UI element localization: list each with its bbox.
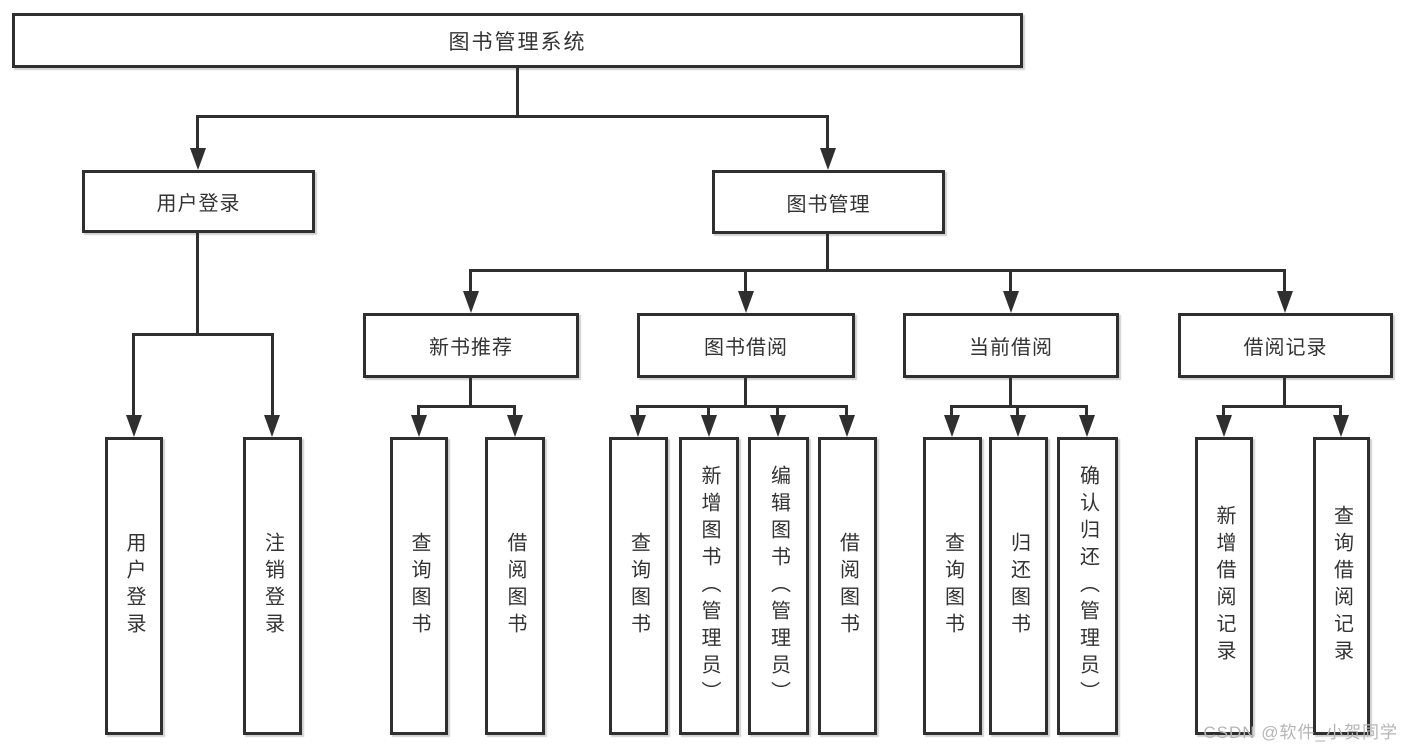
- edge-line: [196, 115, 199, 150]
- arrowhead-down-icon: [264, 415, 280, 437]
- leaf-logout: 注销登录: [243, 437, 302, 735]
- edge-line: [950, 405, 1088, 408]
- edge-line: [417, 405, 516, 408]
- arrowhead-down-icon: [1003, 291, 1019, 313]
- edge-line: [826, 232, 829, 272]
- arrowhead-down-icon: [1079, 415, 1095, 437]
- edge-line: [1339, 405, 1342, 418]
- leaf-label: 借阅图书: [504, 532, 526, 640]
- edge-line: [1283, 269, 1286, 294]
- edge-line: [636, 405, 848, 408]
- leaf-query-borrow-record: 查询借阅记录: [1313, 437, 1370, 735]
- watermark: CSDN @软件_小贺同学: [1203, 723, 1398, 742]
- leaf-label: 查询图书: [408, 532, 430, 640]
- edge-line: [845, 405, 848, 418]
- edge-line: [950, 405, 953, 418]
- arrowhead-down-icon: [1216, 415, 1232, 437]
- node-label: 图书借阅: [704, 337, 788, 359]
- node-user-login: 用户登录: [82, 170, 315, 233]
- edge-line: [636, 405, 639, 418]
- leaf-add-borrow-record: 新增借阅记录: [1195, 437, 1253, 735]
- edge-line: [516, 66, 519, 118]
- leaf-borrow-books: 借阅图书: [818, 437, 877, 735]
- arrowhead-down-icon: [738, 291, 754, 313]
- edge-line: [196, 115, 829, 118]
- edge-line: [1016, 405, 1019, 418]
- edge-line: [1222, 405, 1225, 418]
- edge-line: [1283, 376, 1286, 408]
- arrowhead-down-icon: [190, 148, 206, 170]
- leaf-label: 新增图书（管理员）: [698, 464, 720, 708]
- node-label: 新书推荐: [429, 337, 513, 359]
- edge-line: [1222, 405, 1342, 408]
- edge-line: [196, 231, 199, 336]
- edge-line: [744, 376, 747, 408]
- leaf-return-books: 归还图书: [989, 437, 1048, 735]
- node-book-management: 图书管理: [712, 170, 945, 234]
- node-label: 用户登录: [156, 193, 241, 215]
- leaf-add-books-admin: 新增图书（管理员）: [679, 437, 739, 735]
- edge-line: [469, 269, 1286, 272]
- arrowhead-down-icon: [1010, 415, 1026, 437]
- leaf-label: 新增借阅记录: [1213, 505, 1235, 667]
- leaf-label: 借阅图书: [836, 532, 859, 640]
- arrowhead-down-icon: [126, 415, 142, 437]
- node-label: 图书管理系统: [448, 30, 587, 54]
- arrowhead-down-icon: [820, 148, 836, 170]
- leaf-label: 查询图书: [941, 532, 964, 640]
- leaf-query-books-borrowing: 查询图书: [609, 437, 668, 735]
- edge-line: [271, 333, 274, 418]
- arrowhead-down-icon: [1333, 415, 1349, 437]
- leaf-label: 用户登录: [123, 532, 145, 640]
- edge-line: [132, 333, 274, 336]
- arrowhead-down-icon: [463, 291, 479, 313]
- leaf-label: 查询借阅记录: [1330, 505, 1353, 667]
- node-label: 借阅记录: [1243, 337, 1328, 359]
- edge-line: [826, 115, 829, 150]
- node-new-book-recommend: 新书推荐: [363, 313, 579, 378]
- leaf-query-books-recommend: 查询图书: [390, 437, 448, 735]
- leaf-label: 归还图书: [1007, 532, 1030, 640]
- node-library-management-system: 图书管理系统: [12, 13, 1023, 68]
- edge-line: [707, 405, 710, 418]
- arrowhead-down-icon: [944, 415, 960, 437]
- edge-line: [469, 269, 472, 294]
- arrowhead-down-icon: [839, 415, 855, 437]
- arrowhead-down-icon: [770, 415, 786, 437]
- edge-line: [417, 405, 420, 418]
- leaf-query-books-current: 查询图书: [923, 437, 982, 735]
- arrowhead-down-icon: [630, 415, 646, 437]
- node-label: 当前借阅: [969, 337, 1053, 359]
- leaf-label: 注销登录: [261, 532, 284, 640]
- edge-line: [1085, 405, 1088, 418]
- edge-line: [1009, 376, 1012, 408]
- edge-line: [744, 269, 747, 294]
- leaf-borrow-books-recommend: 借阅图书: [485, 437, 545, 735]
- leaf-label: 查询图书: [627, 532, 650, 640]
- edge-line: [776, 405, 779, 418]
- edge-line: [513, 405, 516, 418]
- node-current-borrowing: 当前借阅: [903, 313, 1119, 378]
- node-borrowing-records: 借阅记录: [1178, 313, 1393, 378]
- arrowhead-down-icon: [701, 415, 717, 437]
- leaf-label: 确认归还（管理员）: [1076, 464, 1099, 708]
- leaf-user-login: 用户登录: [105, 437, 163, 735]
- edge-line: [132, 333, 135, 418]
- edge-line: [1009, 269, 1012, 294]
- leaf-label: 编辑图书（管理员）: [767, 464, 790, 708]
- arrowhead-down-icon: [411, 415, 427, 437]
- arrowhead-down-icon: [507, 415, 523, 437]
- node-book-borrowing: 图书借阅: [637, 313, 855, 378]
- node-label: 图书管理: [786, 193, 871, 216]
- leaf-confirm-return-admin: 确认归还（管理员）: [1057, 437, 1118, 735]
- arrowhead-down-icon: [1277, 291, 1293, 313]
- edge-line: [469, 376, 472, 408]
- leaf-edit-books-admin: 编辑图书（管理员）: [748, 437, 809, 735]
